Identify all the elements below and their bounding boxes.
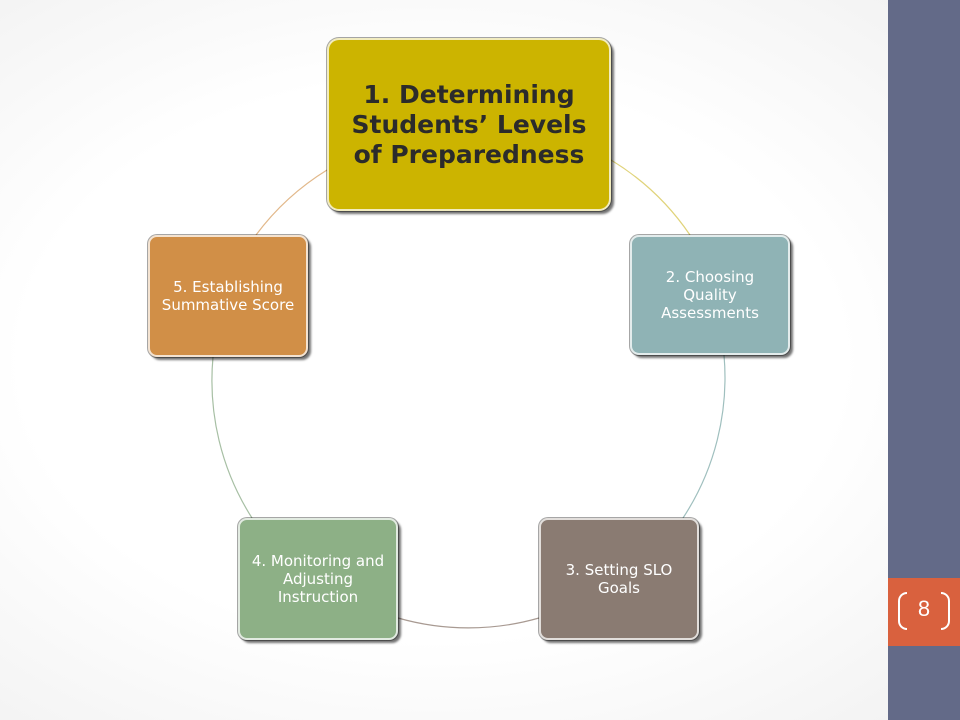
connector-3-4 <box>397 617 540 629</box>
cycle-connectors <box>211 159 726 629</box>
page-number: 8 <box>917 596 931 621</box>
cycle-step-2-label: 2. Choosing Quality Assessments <box>661 268 759 322</box>
cycle-step-3-label: 3. Setting SLO Goals <box>565 561 673 597</box>
connector-1-2 <box>610 159 691 236</box>
connector-4-5 <box>211 356 253 519</box>
page-number-badge: 8 <box>888 578 960 646</box>
right-bracket-icon <box>941 592 950 630</box>
cycle-step-5: 5. Establishing Summative Score <box>148 235 308 357</box>
cycle-step-2: 2. Choosing Quality Assessments <box>630 235 790 355</box>
cycle-step-4-label: 4. Monitoring and Adjusting Instruction <box>251 552 385 606</box>
connector-5-1 <box>255 169 328 236</box>
connector-2-3 <box>682 354 726 519</box>
cycle-step-5-label: 5. Establishing Summative Score <box>161 278 295 314</box>
cycle-step-3: 3. Setting SLO Goals <box>539 518 699 640</box>
cycle-step-4: 4. Monitoring and Adjusting Instruction <box>238 518 398 640</box>
cycle-step-1-label: 1. Determining Students’ Levels of Prepa… <box>351 79 587 169</box>
left-bracket-icon <box>898 592 907 630</box>
cycle-step-1: 1. Determining Students’ Levels of Prepa… <box>327 38 611 211</box>
